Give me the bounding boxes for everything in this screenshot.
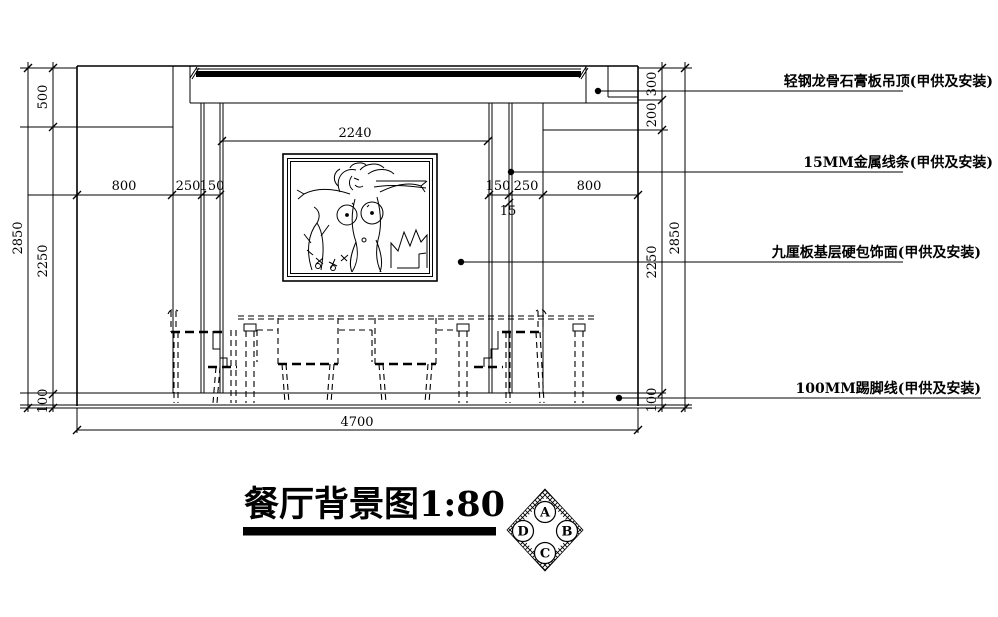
stamp-circle-d	[511, 519, 535, 543]
dimension-left: 2850 500 2250 100	[11, 62, 77, 413]
annotation-hard-panel: 九厘板基层硬包饰面(甲供及安装)	[771, 244, 981, 261]
stamp-circle-a	[533, 500, 557, 524]
dining-table	[238, 315, 595, 403]
dimension-bottom: 4700	[72, 408, 643, 435]
annotation-skirting: 100MM踢脚线(甲供及安装)	[796, 380, 981, 397]
page-title: 餐厅背景图1:80	[244, 484, 505, 525]
dim-right-total: 2850	[668, 221, 683, 254]
stamp-circle-c	[533, 541, 557, 565]
column-base-plinths	[208, 331, 503, 369]
ceiling-band	[196, 71, 581, 77]
dim-left-500: 500	[36, 85, 51, 110]
title-block: 餐厅背景图1:80	[243, 484, 505, 536]
floor-structure	[20, 392, 692, 409]
dim-trim-15: 15	[500, 204, 517, 219]
dim-rw-800: 800	[577, 179, 602, 194]
annotation-ceiling: 轻钢龙骨石膏板吊顶(甲供及安装)	[784, 73, 993, 90]
dining-chairs	[167, 308, 547, 404]
stamp-label-a: A	[539, 506, 551, 521]
dim-left-100: 100	[36, 389, 51, 414]
dim-rw-150: 150	[486, 179, 511, 194]
stamp-label-c: C	[540, 547, 550, 562]
dim-left-2250: 2250	[36, 244, 51, 277]
title-underline	[243, 527, 496, 536]
dimension-ticks-right	[657, 63, 690, 413]
stamp-label-b: B	[562, 525, 573, 540]
dim-right-300: 300	[645, 72, 660, 97]
ceiling-structure	[77, 65, 638, 104]
wall-structure	[20, 66, 668, 406]
dim-right-200: 200	[645, 103, 660, 128]
picture-frame	[282, 153, 438, 282]
dim-left-total: 2850	[11, 221, 26, 254]
stamp-label-d: D	[517, 525, 528, 540]
dim-right-100: 100	[645, 388, 660, 413]
stamp-circle-b	[555, 519, 579, 543]
revision-stamp: A B C D	[506, 488, 584, 572]
dim-lw-250: 250	[176, 179, 201, 194]
dim-center-2240: 2240	[338, 126, 371, 141]
annotation-metal-trim: 15MM金属线条(甲供及安装)	[803, 154, 993, 171]
dim-lw-800: 800	[112, 179, 137, 194]
dim-overall-4700: 4700	[340, 415, 373, 430]
annotation-leaders: 轻钢龙骨石膏板吊顶(甲供及安装) 15MM金属线条(甲供及安装) 九厘板基层硬包…	[457, 73, 993, 402]
stamp-inner-diamond	[515, 497, 575, 563]
dimension-ticks-left	[23, 63, 58, 413]
dimension-top: 2240 800 250 150 150 250 800 15	[28, 126, 643, 219]
dim-lw-150: 150	[200, 179, 225, 194]
dim-rw-250: 250	[514, 179, 539, 194]
abstract-figure-artwork	[296, 162, 428, 273]
dimension-right: 300 200 2250 100 2850	[638, 62, 692, 413]
